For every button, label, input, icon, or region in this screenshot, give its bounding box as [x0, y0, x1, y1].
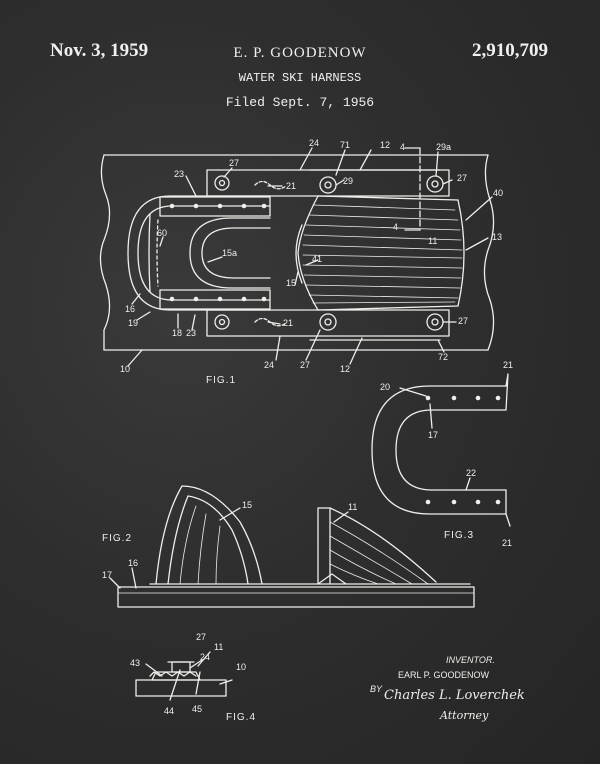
- label-27: 27: [229, 158, 239, 168]
- inventor-label: INVENTOR.: [446, 655, 495, 665]
- fig3-drawing: [371, 373, 511, 527]
- label-23: 23: [186, 328, 196, 338]
- label-15: 15: [286, 278, 296, 288]
- fig2-drawing: [109, 485, 475, 608]
- label-21: 21: [503, 360, 513, 370]
- label-21: 21: [283, 318, 293, 328]
- label-12: 12: [380, 140, 390, 150]
- label-21: 21: [286, 181, 296, 191]
- label-27: 27: [458, 316, 468, 326]
- label-15: 15: [242, 500, 252, 510]
- inventor-full-name: EARL P. GOODENOW: [398, 670, 490, 680]
- label-22: 22: [466, 468, 476, 478]
- signature-block: INVENTOR. EARL P. GOODENOW BY Charles L.…: [370, 655, 525, 722]
- label-17: 17: [428, 430, 438, 440]
- label-23: 23: [174, 169, 184, 179]
- label-18: 18: [172, 328, 182, 338]
- fig3-labels: 21 20 17 22 21 FIG.3: [380, 360, 513, 548]
- label-43: 43: [130, 658, 140, 668]
- fig4-caption: FIG.4: [226, 712, 256, 723]
- patent-date: Nov. 3, 1959: [50, 40, 149, 61]
- label-27: 27: [196, 632, 206, 642]
- label-24: 24: [200, 652, 210, 662]
- label-10: 10: [120, 364, 130, 374]
- label-21: 21: [502, 538, 512, 548]
- label-41: 41: [312, 254, 322, 264]
- fig4-labels: 27 11 24 43 10 44 45 FIG.4: [130, 632, 256, 723]
- filed-date: Filed Sept. 7, 1956: [225, 95, 375, 110]
- fig2-caption: FIG.2: [102, 533, 132, 544]
- patent-title: WATER SKI HARNESS: [238, 71, 362, 85]
- label-4: 4: [400, 142, 405, 152]
- label-10: 10: [236, 662, 246, 672]
- label-16: 16: [128, 558, 138, 568]
- label-29a: 29a: [436, 142, 451, 152]
- rivets-top-left: [169, 203, 267, 302]
- label-19: 19: [128, 318, 138, 328]
- label-40: 40: [493, 188, 503, 198]
- label-13: 13: [492, 232, 502, 242]
- label-11: 11: [428, 236, 437, 246]
- attorney-signature: Charles L. Loverchek: [384, 688, 525, 703]
- label-16: 16: [125, 304, 135, 314]
- label-45: 45: [192, 704, 202, 714]
- label-17: 17: [102, 570, 112, 580]
- label-20: 20: [380, 382, 390, 392]
- label-72: 72: [438, 352, 448, 362]
- label-12: 12: [340, 364, 350, 374]
- fig1-drawing: [99, 147, 495, 367]
- fig4-drawing: [135, 651, 233, 701]
- attorney-title: Attorney: [439, 709, 489, 722]
- label-27: 27: [300, 360, 310, 370]
- label-4: 4: [393, 222, 398, 232]
- fig3-caption: FIG.3: [444, 530, 474, 541]
- label-24: 24: [309, 138, 319, 148]
- patent-number: 2,910,709: [472, 40, 548, 61]
- label-44: 44: [164, 706, 174, 716]
- fig2-labels: 15 11 16 17 FIG.2: [102, 500, 357, 580]
- label-29: 29: [343, 176, 353, 186]
- inventor-header: E. P. GOODENOW: [233, 45, 367, 61]
- toe-binding-ribs: [302, 204, 463, 304]
- label-15a: 15a: [222, 248, 237, 258]
- label-60: 60: [157, 228, 167, 238]
- label-11: 11: [214, 642, 223, 652]
- label-27: 27: [457, 173, 467, 183]
- fig1-labels: 27 24 71 12 4 29a 23 21 29 27 40 60 4 11…: [120, 138, 503, 386]
- label-11: 11: [348, 502, 357, 512]
- label-24: 24: [264, 360, 274, 370]
- label-71: 71: [340, 140, 350, 150]
- fig1-caption: FIG.1: [206, 375, 236, 386]
- by-label: BY: [370, 684, 383, 694]
